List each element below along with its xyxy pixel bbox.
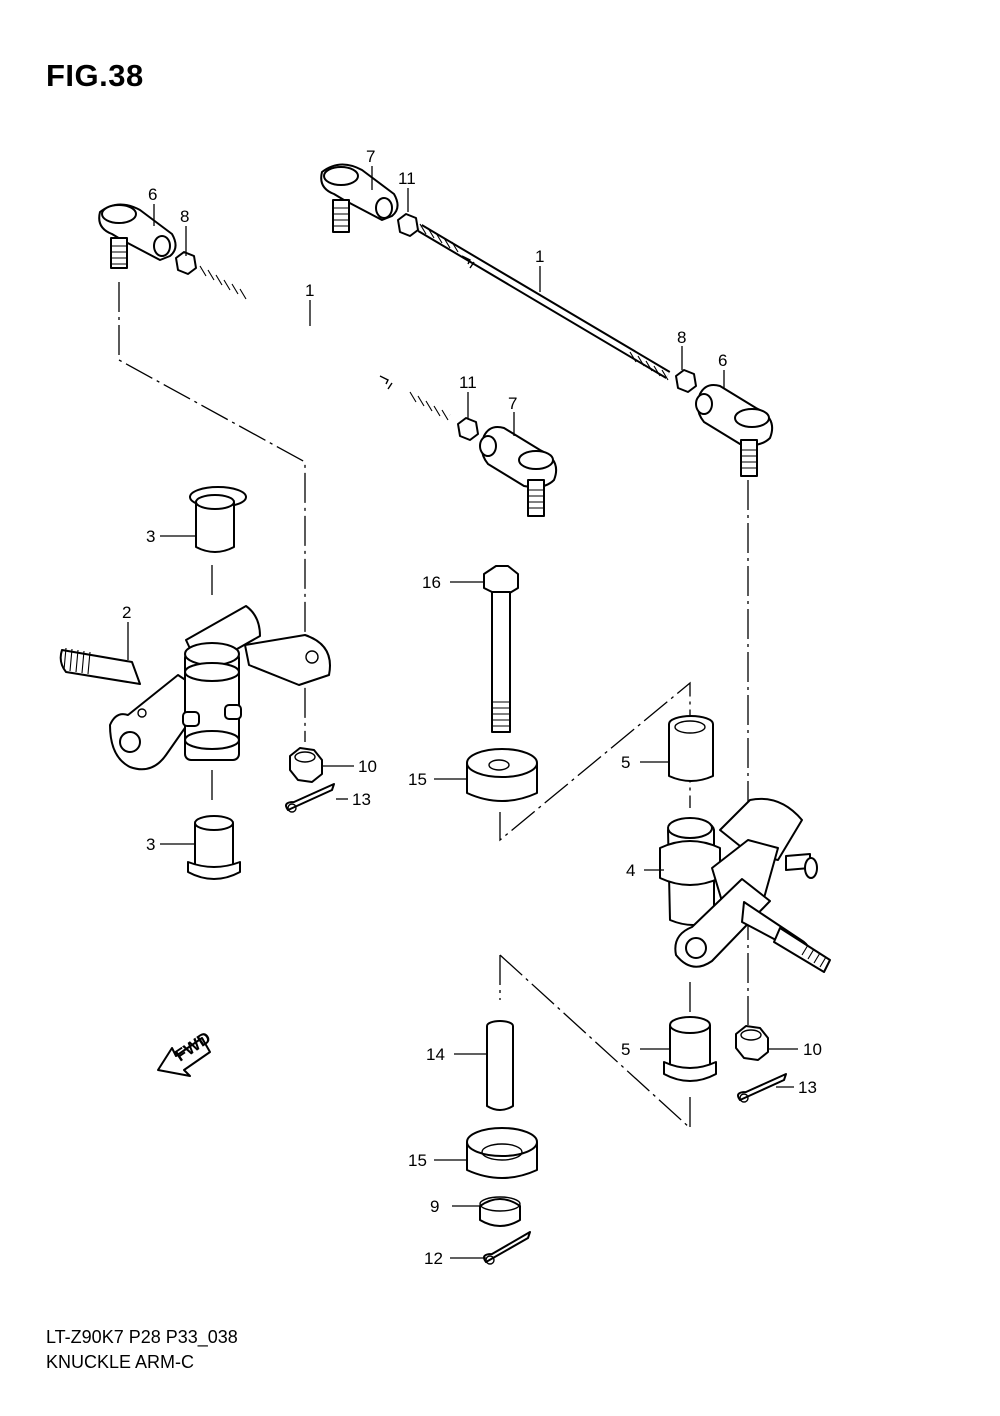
callout-15-lower: 15 [408,1151,427,1170]
callout-7-top: 7 [366,147,375,166]
nut-8-right [675,369,697,393]
cotter-pin-13-left [285,783,335,813]
callout-1-right: 1 [535,247,544,266]
callout-11-top: 11 [398,169,416,188]
cotter-pin-13-right [737,1073,787,1103]
tie-rod-end-6-right [695,384,774,477]
nut-9 [479,1196,521,1227]
callout-15-upper: 15 [408,770,427,789]
collar-14 [486,1020,514,1111]
callout-8-left: 8 [180,207,189,226]
nut-11-top [397,213,419,237]
knuckle-4-right [659,798,831,973]
spacer-15-upper [466,748,538,802]
fig-title: FIG.38 [46,58,144,93]
assembly-lines [118,282,749,1130]
tie-rod-end-6-left [98,203,177,269]
bushing-3-top [189,486,247,553]
tie-rod-end-7-top [320,163,399,233]
callout-14: 14 [426,1045,445,1064]
nut-11-mid [457,417,479,441]
callout-13-right: 13 [798,1078,817,1097]
fwd-arrow-icon: FWD [157,1028,214,1077]
callout-16: 16 [422,573,441,592]
callout-1-left: 1 [305,281,314,300]
callout-5-top: 5 [621,753,630,772]
callout-4: 4 [626,861,635,880]
callout-6-right: 6 [718,351,727,370]
callout-3-bottom: 3 [146,835,155,854]
callout-6-left: 6 [148,185,157,204]
footer-code: LT-Z90K7 P28 P33_038 [46,1327,238,1347]
castle-nut-10-right [735,1025,769,1061]
nut-8-left [175,251,197,275]
spacer-15-lower [466,1127,538,1179]
bushing-5-bottom [663,1016,717,1082]
tie-rod-left [198,265,452,421]
knuckle-2-left [59,605,331,771]
callout-7-mid: 7 [508,394,517,413]
callout-13-left: 13 [352,790,371,809]
callout-10-right: 10 [803,1040,822,1059]
callout-12: 12 [424,1249,443,1268]
callout-8-right: 8 [677,328,686,347]
callout-10-left: 10 [358,757,377,776]
callout-11-mid: 11 [459,373,477,392]
callouts: 6 8 7 11 1 1 8 6 11 7 3 2 16 5 10 15 13 … [122,147,822,1268]
castle-nut-10-left [289,747,323,783]
bolt-16 [483,565,519,733]
bushing-5-top [668,715,714,782]
footer-name: KNUCKLE ARM-C [46,1352,195,1372]
cotter-pin-12 [483,1231,531,1265]
callout-5-bottom: 5 [621,1040,630,1059]
tie-rod-right [417,223,671,381]
callout-2: 2 [122,603,131,622]
leader-lines [127,166,798,1259]
callout-3-top: 3 [146,527,155,546]
bushing-3-bottom [187,815,241,880]
tie-rod-end-7-mid [479,426,558,517]
callout-9: 9 [430,1197,439,1216]
